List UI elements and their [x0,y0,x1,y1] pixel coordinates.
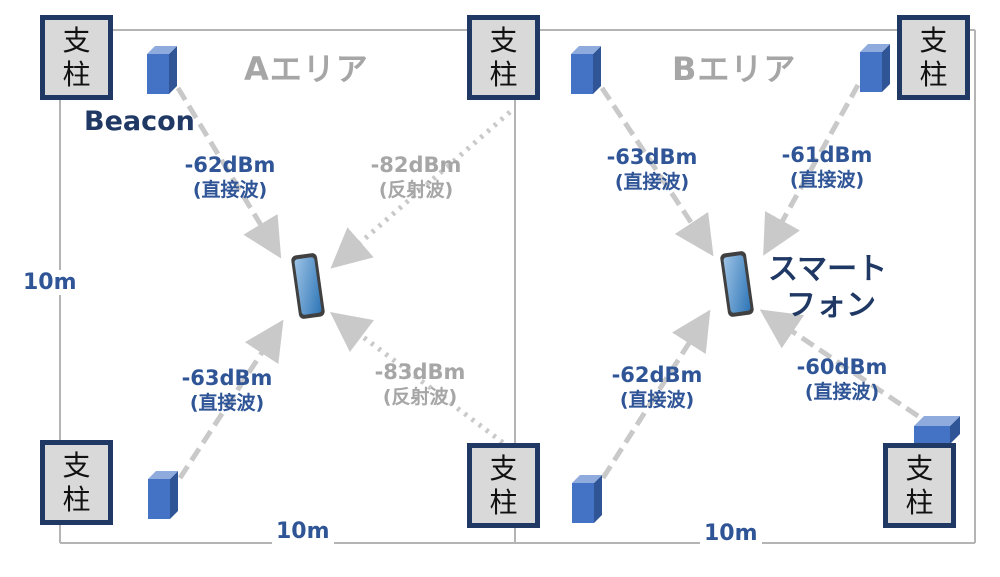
dimension-vertical: 10m [19,270,81,295]
arrow-b-bottom-mid [600,309,711,480]
beacon-icon [860,44,890,92]
smartphone-label-line2: フォン [786,288,876,323]
pillar: 支 柱 [883,443,956,528]
wave-type: (反射波) [382,386,458,408]
smartphone-label-line1: スマート [768,252,888,287]
pillar-label: 支 [489,451,518,485]
signal-label-b-top-right: -61dBm (直接波) [767,143,887,193]
wave-type: (直接波) [804,381,880,403]
pillar-label: 支 [62,448,91,482]
pillar: 支 柱 [897,15,970,100]
rssi-value: -63dBm [181,366,273,390]
pillar: 支 柱 [40,15,113,100]
reflected-signal-arrows [330,110,512,450]
signal-label-a-bottom-left: -63dBm (直接波) [167,366,287,416]
rssi-value: -63dBm [606,145,698,169]
area-b-label: Bエリア [672,50,797,88]
rssi-value: -60dBm [796,355,888,379]
pillar-label: 柱 [62,57,91,91]
rssi-value: -83dBm [374,360,466,384]
dimension-horizontal-a: 10m [272,519,334,544]
rssi-value: -61dBm [781,143,873,167]
arrow-a-top-left [175,86,282,259]
beacon-icon [914,416,960,444]
signal-label-a-bottom-mid: -83dBm (反射波) [360,360,480,410]
arrow-b-top-right [763,83,861,256]
beacon-icon [572,475,602,523]
rssi-value: -62dBm [184,153,276,177]
signal-label-a-top-left: -62dBm (直接波) [170,153,290,203]
wave-type: (直接波) [789,169,865,191]
wave-type: (直接波) [619,389,695,411]
arrow-b-top-mid [599,86,714,257]
smartphone-icon [291,253,325,319]
beacon-icon [147,46,177,94]
rssi-value: -62dBm [611,363,703,387]
pillar: 支 柱 [467,443,540,528]
signal-label-b-bottom-right: -60dBm (直接波) [782,355,902,405]
pillar-label: 支 [919,23,948,57]
smartphone-icon [720,251,754,317]
pillar-label: 支 [489,23,518,57]
beacon-icon [571,46,601,94]
wave-type: (直接波) [189,392,265,414]
dimension-horizontal-b: 10m [700,521,762,546]
signal-label-b-top-mid: -63dBm (直接波) [592,145,712,195]
wave-type: (直接波) [614,171,690,193]
beacon-icon [148,471,178,519]
pillar-label: 支 [62,23,91,57]
area-a-label: Aエリア [244,50,369,88]
pillar-label: 柱 [919,57,948,91]
signal-label-a-top-mid: -82dBm (反射波) [356,153,476,203]
pillar-label: 柱 [905,485,934,519]
rssi-value: -82dBm [370,153,462,177]
wave-type: (直接波) [192,179,268,201]
signal-label-b-bottom-mid: -62dBm (直接波) [597,363,717,413]
arrow-a-top-mid [330,110,512,269]
wave-type: (反射波) [378,179,454,201]
arrow-b-bottom-right [759,309,920,419]
pillar: 支 柱 [40,440,113,525]
beacon-label: Beacon [84,106,195,137]
smartphone-label: スマート フォン [768,252,887,324]
pillar: 支 柱 [467,15,540,100]
pillar-label: 柱 [489,57,518,91]
pillar-label: 支 [905,451,934,485]
pillar-label: 柱 [489,485,518,519]
arrow-a-bottom-left [177,319,284,480]
direct-signal-arrows [175,83,920,480]
pillar-label: 柱 [62,482,91,516]
